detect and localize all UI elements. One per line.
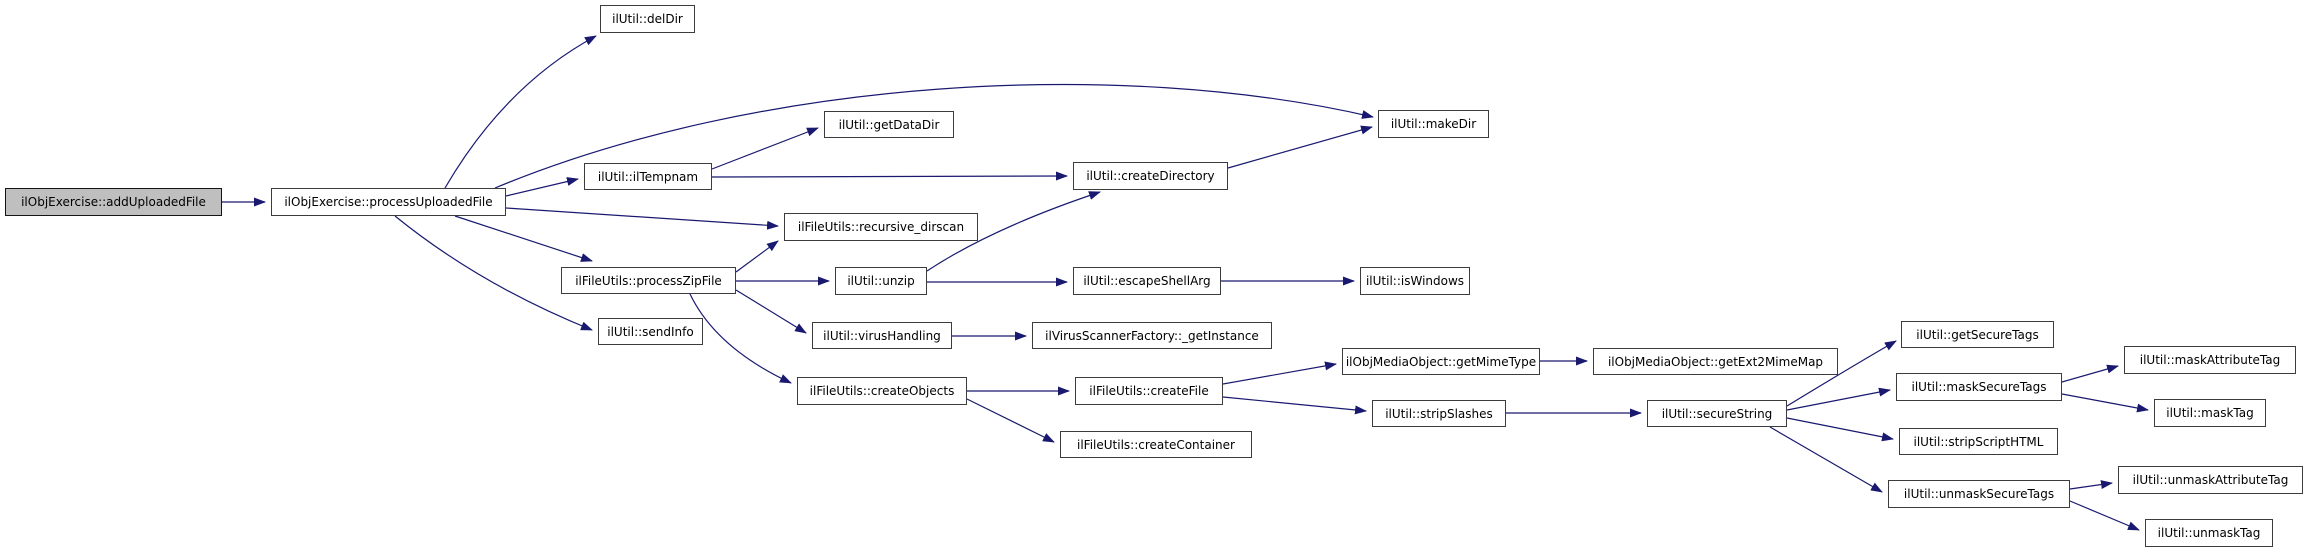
edge-secureString-to-getSecureTags [1786, 340, 1897, 407]
edge-processZipFile-to-recursive_dirscan [735, 240, 779, 273]
edge-createFile-to-getMimeType [1222, 361, 1337, 385]
node-maskTag[interactable]: ilUtil::maskTag [2154, 399, 2266, 427]
node-addUploadedFile[interactable]: ilObjExercise::addUploadedFile [5, 188, 222, 216]
node-recursive_dirscan[interactable]: ilFileUtils::recursive_dirscan [784, 213, 978, 241]
edge-ilTempnam-to-createDirectory [711, 171, 1068, 181]
edge-createDirectory-to-makeDir [1227, 125, 1373, 169]
node-unmaskAttributeTag[interactable]: ilUtil::unmaskAttributeTag [2118, 466, 2303, 494]
edge-processUploadedFile-to-makeDir [494, 83, 1374, 189]
edge-processUploadedFile-to-recursive_dirscan [505, 207, 779, 230]
node-virusHandling[interactable]: ilUtil::virusHandling [812, 322, 952, 349]
edge-processZipFile-to-virusHandling [735, 289, 807, 334]
edge-secureString-to-stripScriptHTML [1786, 417, 1894, 442]
node-unmaskSecureTags[interactable]: ilUtil::unmaskSecureTags [1888, 480, 2070, 508]
node-createObjects[interactable]: ilFileUtils::createObjects [797, 377, 967, 405]
edge-processZipFile-to-createObjects [689, 293, 792, 384]
node-unzip[interactable]: ilUtil::unzip [835, 267, 927, 295]
node-delDir[interactable]: ilUtil::delDir [600, 5, 695, 33]
node-getInstance[interactable]: ilVirusScannerFactory::_getInstance [1032, 322, 1272, 349]
edge-ilTempnam-to-getDataDir [711, 127, 819, 170]
node-makeDir[interactable]: ilUtil::makeDir [1378, 110, 1489, 138]
edge-unmaskSecureTags-to-unmaskTag [2069, 500, 2140, 531]
edge-unmaskSecureTags-to-unmaskAttributeTag [2069, 480, 2113, 490]
edge-processUploadedFile-to-delDir [444, 35, 597, 189]
node-sendInfo[interactable]: ilUtil::sendInfo [598, 318, 703, 345]
node-unmaskTag[interactable]: ilUtil::unmaskTag [2145, 519, 2273, 547]
edge-createFile-to-stripSlashes [1222, 396, 1367, 415]
edge-processUploadedFile-to-processZipFile [454, 215, 593, 262]
edge-processUploadedFile-to-ilTempnam [505, 177, 579, 197]
node-stripSlashes[interactable]: ilUtil::stripSlashes [1372, 400, 1506, 427]
node-isWindows[interactable]: ilUtil::isWindows [1360, 267, 1470, 295]
node-createContainer[interactable]: ilFileUtils::createContainer [1060, 431, 1252, 458]
node-secureString[interactable]: ilUtil::secureString [1647, 400, 1787, 427]
node-stripScriptHTML[interactable]: ilUtil::stripScriptHTML [1899, 428, 2058, 455]
node-maskAttributeTag[interactable]: ilUtil::maskAttributeTag [2124, 346, 2296, 374]
node-getDataDir[interactable]: ilUtil::getDataDir [824, 111, 954, 138]
node-processUploadedFile[interactable]: ilObjExercise::processUploadedFile [271, 188, 506, 216]
edge-secureString-to-maskSecureTags [1786, 387, 1891, 411]
edge-secureString-to-unmaskSecureTags [1769, 426, 1883, 493]
edge-processUploadedFile-to-sendInfo [394, 215, 593, 331]
edge-maskSecureTags-to-maskAttributeTag [2061, 364, 2119, 383]
node-processZipFile[interactable]: ilFileUtils::processZipFile [561, 267, 736, 294]
node-ilTempnam[interactable]: ilUtil::ilTempnam [584, 163, 712, 190]
edge-createObjects-to-createContainer [966, 398, 1055, 443]
node-getMimeType[interactable]: ilObjMediaObject::getMimeType [1342, 348, 1540, 375]
node-escapeShellArg[interactable]: ilUtil::escapeShellArg [1073, 267, 1221, 295]
node-getExt2MimeMap[interactable]: ilObjMediaObject::getExt2MimeMap [1593, 348, 1838, 375]
edge-unzip-to-createDirectory [926, 191, 1101, 272]
node-getSecureTags[interactable]: ilUtil::getSecureTags [1901, 321, 2054, 348]
node-createDirectory[interactable]: ilUtil::createDirectory [1073, 162, 1228, 190]
node-createFile[interactable]: ilFileUtils::createFile [1075, 377, 1223, 405]
edge-maskSecureTags-to-maskTag [2061, 393, 2149, 413]
node-maskSecureTags[interactable]: ilUtil::maskSecureTags [1896, 373, 2062, 401]
